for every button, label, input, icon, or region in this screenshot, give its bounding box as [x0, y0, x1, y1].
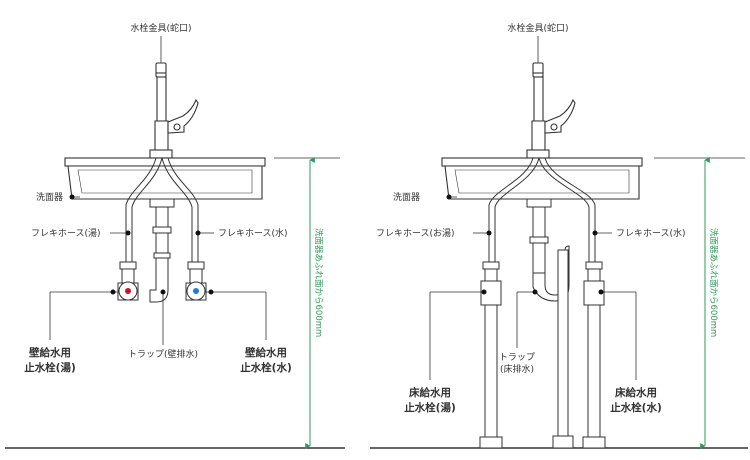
floor-valve-cold-label-1: 床給水用: [615, 386, 657, 399]
flex-hoses-right: [488, 157, 596, 262]
faucet-base: [149, 149, 173, 159]
wall-valve-cold: [185, 261, 207, 301]
faucet-label-right: 水栓金具(蛇口): [507, 22, 568, 34]
hose-cold-label: フレキホース(水): [218, 227, 288, 239]
basin-inner: [77, 169, 253, 194]
trap-label: トラップ(壁排水): [128, 348, 198, 360]
faucet-right: [526, 62, 576, 159]
diagram-floor-supply: 水栓金具(蛇口) 洗面器 フレキホース(お湯) フレキホース(水) トラップ (…: [370, 22, 748, 449]
faucet-body: [156, 76, 167, 122]
valve-hot-label-2: 止水栓(湯): [24, 361, 76, 374]
valve-cold-label-1: 壁給水用: [245, 346, 287, 359]
basin-bowl: [67, 165, 263, 200]
basin-right: [441, 157, 643, 200]
leader-dots-left: [69, 194, 214, 295]
basin-rim: [64, 157, 266, 167]
hose-cold-label-right: フレキホース(水): [616, 227, 686, 239]
floor-trap: [526, 198, 574, 449]
leaders-right: [429, 36, 637, 380]
floor-valve-cold-label-2: 止水栓(水): [610, 401, 662, 414]
trap-label-right-2: (床排水): [500, 363, 534, 375]
valve-cold-label-2: 止水栓(水): [240, 361, 292, 374]
floor-valve-hot: [479, 261, 503, 449]
leader-dots-right: [446, 194, 604, 295]
floor-valve-hot-label-2: 止水栓(湯): [404, 401, 456, 414]
faucet-label: 水栓金具(蛇口): [130, 22, 191, 34]
floor-valve-hot-label-1: 床給水用: [409, 386, 451, 399]
leaders-left: [49, 36, 267, 345]
basin: [64, 157, 266, 200]
flex-hose-cold: [167, 157, 199, 262]
hose-hot-label: フレキホース(湯): [31, 228, 101, 239]
trap-label-right-1: トラップ: [499, 352, 535, 363]
wall-valve-hot: [117, 261, 139, 301]
hot-indicator: [125, 288, 131, 294]
height-label-right: 洗面器あふれ面から600mm: [708, 228, 719, 337]
diagram-wall-supply: 水栓金具(蛇口) 洗面器 フレキホース(湯) フレキホース(水) 壁給水用 止水…: [5, 22, 345, 449]
faucet-neck: [154, 120, 169, 151]
height-label: 洗面器あふれ面から600mm: [313, 228, 324, 337]
cold-indicator: [193, 288, 199, 294]
wall-trap: [149, 198, 175, 303]
floor-valve-cold: [582, 261, 606, 449]
faucet-spout-tip: [155, 62, 167, 78]
faucet: [149, 62, 199, 159]
basin-label: 洗面器: [36, 191, 63, 203]
hose-hot-label-right: フレキホース(お湯): [376, 228, 455, 239]
flex-hose-hot: [125, 157, 157, 262]
basin-label-right: 洗面器: [393, 191, 420, 203]
faucet-lever: [167, 98, 199, 134]
faucet-lever-hub: [173, 123, 181, 131]
flex-hoses: [125, 157, 199, 262]
valve-hot-label-1: 壁給水用: [29, 346, 71, 359]
